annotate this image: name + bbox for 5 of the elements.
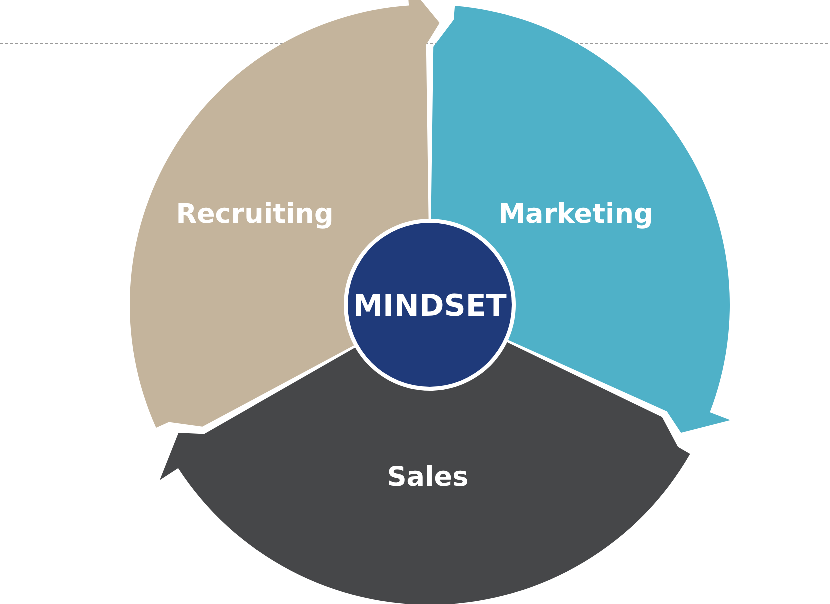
segment-label: Recruiting (176, 199, 334, 230)
segment-label: Sales (387, 462, 469, 493)
center-label: MINDSET (353, 289, 507, 324)
curved-arrow-segment (160, 342, 690, 604)
segment-label: Marketing (498, 199, 654, 230)
